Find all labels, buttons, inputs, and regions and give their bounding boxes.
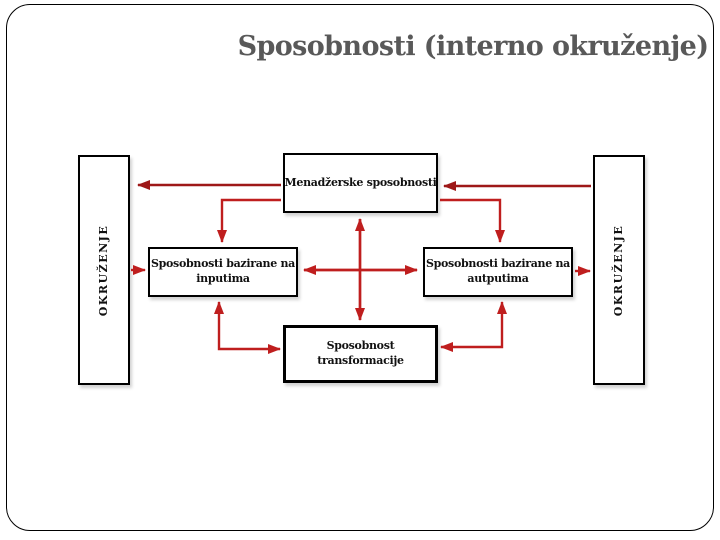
environment-right-label: OKRUŽENJE — [612, 224, 626, 316]
arrow-transformation-input-bidirectional — [214, 301, 281, 354]
transformation-label-line1: Sposobnost — [326, 339, 395, 353]
box-environment-left: OKRUŽENJE — [78, 155, 130, 385]
environment-left-label: OKRUŽENJE — [97, 224, 111, 316]
box-output-based-capabilities: Sposobnosti bazirane na autputima — [423, 247, 573, 297]
box-transformation-capability: Sposobnost transformacije — [283, 325, 438, 383]
arrow-managerial-to-output — [440, 198, 505, 243]
input-based-label-line2: inputima — [196, 272, 250, 285]
managerial-capabilities-label: Menadžerske sposobnosti — [284, 175, 437, 189]
slide-title: Sposobnosti (interno okruženje) — [237, 30, 709, 62]
box-environment-right: OKRUŽENJE — [593, 155, 645, 385]
box-input-based-capabilities: Sposobnosti bazirane na inputima — [148, 247, 298, 297]
transformation-label-line2: transformacije — [317, 354, 404, 367]
output-based-label-line2: autputima — [467, 272, 529, 285]
arrow-transformation-output-bidirectional — [440, 301, 507, 352]
output-based-label-line1: Sposobnosti bazirane na — [425, 257, 571, 271]
arrow-managerial-to-input — [217, 198, 281, 243]
input-based-label-line1: Sposobnosti bazirane na — [150, 257, 296, 271]
box-managerial-capabilities: Menadžerske sposobnosti — [283, 153, 438, 213]
